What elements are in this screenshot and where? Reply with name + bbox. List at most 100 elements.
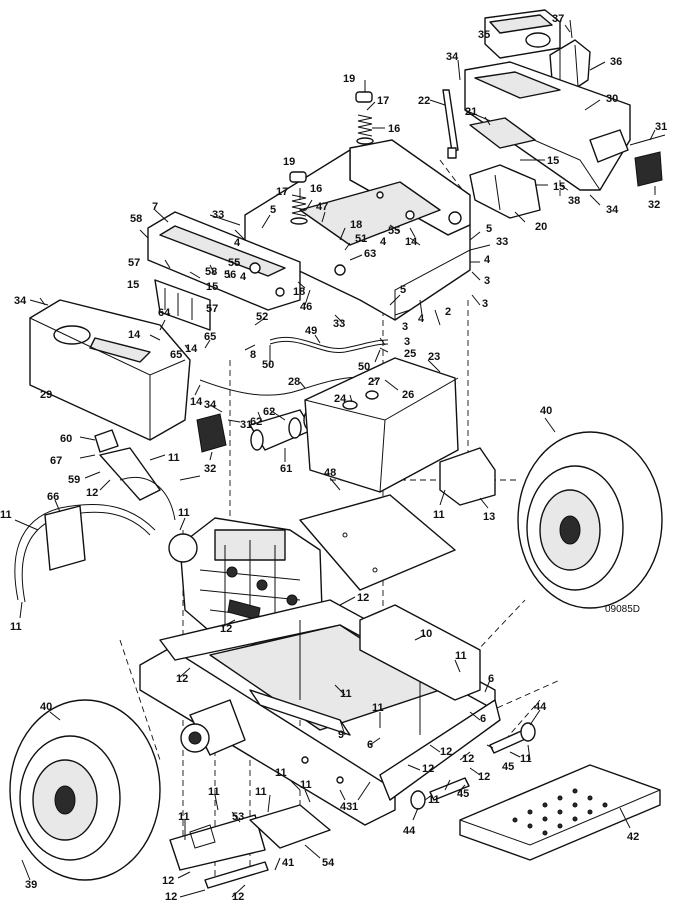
part-16-spring-b	[289, 171, 308, 225]
callout-24: 24	[334, 393, 347, 405]
drawing-code: 09085D	[605, 604, 640, 615]
part-16-spring-a	[355, 91, 374, 145]
callout-labels: 35 37 36 34 22 21 30 31 19 17 16 15 15 3…	[0, 13, 667, 903]
callout-58b: 58	[205, 266, 217, 278]
callout-11l: 11	[300, 779, 312, 791]
callout-42: 42	[627, 831, 639, 843]
callout-53: 53	[232, 811, 244, 823]
callout-11k: 11	[275, 767, 287, 779]
callout-44: 44	[534, 701, 547, 713]
callout-32b: 32	[204, 463, 216, 475]
callout-15c: 15	[127, 279, 139, 291]
callout-58: 58	[130, 213, 142, 225]
part-21-plate	[469, 117, 536, 149]
part-7-front-panel	[147, 211, 301, 311]
callout-39: 39	[25, 879, 37, 891]
callout-49: 49	[305, 325, 317, 337]
callout-56: 56	[224, 269, 236, 281]
callout-40: 40	[540, 405, 552, 417]
part-29-left-cover	[29, 299, 191, 441]
callout-55b: 55	[228, 257, 240, 269]
callout-33c: 33	[212, 209, 224, 221]
callout-57b: 57	[206, 303, 218, 315]
part-64-bracket	[154, 279, 211, 331]
callout-10: 10	[420, 628, 432, 640]
callout-29: 29	[40, 389, 52, 401]
callout-14d: 14	[190, 396, 203, 408]
part-40-wheel-right	[517, 431, 663, 609]
callout-40b: 40	[40, 701, 52, 713]
callout-34c: 34	[14, 295, 27, 307]
callout-20: 20	[535, 221, 547, 233]
callout-4b: 4	[484, 254, 491, 266]
callout-60: 60	[60, 433, 72, 445]
callout-16: 16	[388, 123, 400, 135]
part-49-fuel-line	[269, 336, 389, 353]
part-53-plate	[169, 814, 266, 871]
part-23-fuel-tank	[304, 357, 459, 493]
callout-11d: 11	[178, 507, 190, 519]
callout-33b: 33	[333, 318, 345, 330]
part-45-axle-lower	[410, 777, 470, 810]
callout-4e: 4	[240, 271, 247, 283]
callout-48: 48	[324, 467, 336, 479]
callout-12k: 12	[232, 891, 244, 903]
foot-plate-holes	[512, 788, 608, 836]
callout-13: 13	[483, 511, 495, 523]
callout-21: 21	[465, 106, 477, 118]
callout-50: 50	[262, 359, 274, 371]
callout-6: 6	[488, 673, 494, 685]
callout-65b: 65	[204, 331, 216, 343]
callout-18: 18	[350, 219, 362, 231]
callout-43: 43	[340, 801, 352, 813]
part-48-floor-plate	[299, 494, 456, 591]
callout-5c: 5	[270, 204, 276, 216]
callout-62: 62	[263, 406, 275, 418]
callout-18b: 18	[293, 286, 305, 298]
callout-14b: 14	[128, 329, 141, 341]
callout-36: 36	[610, 56, 622, 68]
callout-67: 67	[50, 455, 62, 467]
callout-12f: 12	[440, 746, 452, 758]
callout-11b: 11	[0, 509, 12, 521]
callout-15d: 15	[206, 281, 218, 293]
callout-62b: 62	[250, 416, 262, 428]
callout-19: 19	[343, 73, 355, 85]
callout-50b: 50	[358, 361, 370, 373]
callout-44b: 44	[403, 825, 416, 837]
callout-54: 54	[322, 857, 335, 869]
callout-1: 1	[352, 801, 358, 813]
callout-12e: 12	[422, 763, 434, 775]
callout-5b: 5	[400, 284, 406, 296]
part-36-bracket	[549, 19, 591, 93]
part-9-bar	[249, 689, 351, 736]
callout-61: 61	[280, 463, 292, 475]
part-32-grille-left	[196, 413, 227, 453]
callout-17: 17	[377, 95, 389, 107]
callout-9: 9	[338, 729, 344, 741]
callout-15: 15	[547, 155, 559, 167]
callout-65: 65	[170, 349, 182, 361]
callout-64: 64	[158, 307, 171, 319]
part-42-foot-plate	[459, 764, 661, 861]
part-2-upper-frame	[244, 139, 471, 321]
callout-11f: 11	[455, 650, 467, 662]
callout-6b: 6	[480, 713, 486, 725]
callout-11n: 11	[208, 786, 220, 798]
callout-28: 28	[288, 376, 300, 388]
callout-23: 23	[428, 351, 440, 363]
callout-11: 11	[168, 452, 180, 464]
callout-12j: 12	[165, 891, 177, 903]
callout-5: 5	[486, 223, 492, 235]
callout-22: 22	[418, 95, 430, 107]
callout-15b: 15	[553, 181, 565, 193]
callout-4d: 4	[234, 237, 241, 249]
callout-46: 46	[300, 301, 312, 313]
callout-11i: 11	[520, 753, 532, 765]
callout-34: 34	[446, 51, 459, 63]
callout-7: 7	[152, 201, 158, 213]
callout-59: 59	[68, 474, 80, 486]
callout-11o: 11	[178, 811, 190, 823]
callout-11e: 11	[433, 509, 445, 521]
callout-12: 12	[86, 487, 98, 499]
